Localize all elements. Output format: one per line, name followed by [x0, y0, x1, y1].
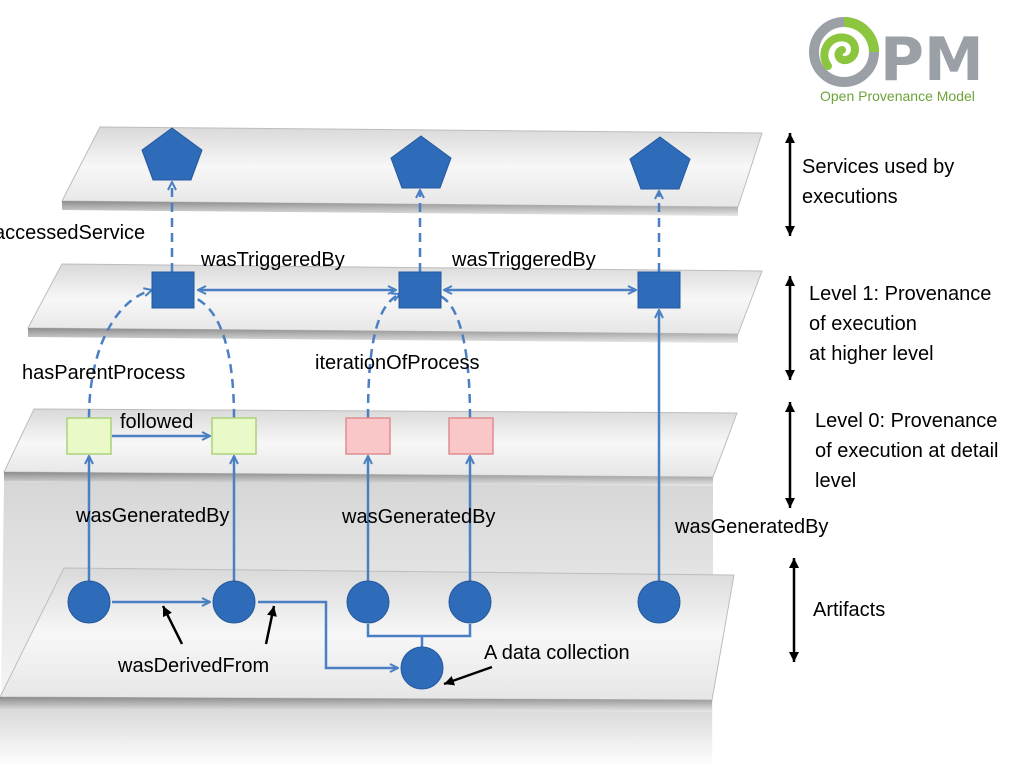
was-generated-by-edges	[89, 310, 659, 582]
level0-description-line: level	[815, 470, 857, 492]
parent-process-edges	[87, 290, 472, 419]
opm-logo: PM	[809, 17, 984, 95]
artifact-4	[448, 580, 492, 624]
level1-process-nodes	[151, 271, 681, 309]
has-parent-process-edge-1	[87, 290, 152, 419]
process-square-1	[151, 271, 195, 309]
level-range-arrows	[785, 133, 799, 662]
artifacts-description-line: Artifacts	[813, 599, 886, 621]
level0-description: Level 0: Provenance of execution at deta…	[815, 406, 1024, 496]
artifact-collection	[400, 646, 444, 690]
level0-description-line: Level 0: Provenance	[815, 410, 998, 432]
pink-process-1	[345, 417, 391, 455]
logo-subtitle: Open Provenance Model	[820, 88, 975, 104]
pink-process-2	[448, 417, 494, 455]
green-process-2	[211, 417, 257, 455]
level1-description-line: Level 1: Provenance	[809, 283, 992, 305]
process-square-2	[398, 271, 442, 309]
level1-description: Level 1: Provenance of execution at high…	[809, 279, 991, 369]
services-description-line: executions	[802, 186, 898, 208]
iteration-of-process-edge-2	[439, 294, 472, 419]
level0-process-nodes	[66, 417, 494, 455]
artifact-5	[637, 580, 681, 624]
has-parent-process-label: hasParentProcess	[22, 362, 186, 384]
was-triggered-by-label-1: wasTriggeredBy	[201, 249, 345, 271]
level0-description-line: of execution at detail	[815, 440, 999, 462]
was-generated-by-label-3: wasGeneratedBy	[675, 516, 829, 538]
logo-letters: PM	[880, 25, 984, 95]
iteration-of-process-edge-1	[366, 294, 400, 419]
artifact-2	[212, 580, 256, 624]
artifact-1	[67, 580, 111, 624]
level1-description-line: of execution	[809, 313, 917, 335]
service-pentagon-1	[141, 127, 203, 181]
was-generated-by-label-2: wasGeneratedBy	[342, 506, 496, 528]
level1-description-line: at higher level	[809, 343, 934, 365]
derivation-edges	[112, 600, 472, 668]
services-description: Services used by executions	[802, 152, 954, 212]
artifacts-description: Artifacts	[813, 595, 885, 625]
collection-pointer	[443, 665, 493, 686]
services-description-line: Services used by	[802, 156, 955, 178]
accessed-service-label: accessedService	[0, 222, 146, 244]
service-pentagon-2	[390, 135, 452, 189]
artifact-3	[346, 580, 390, 624]
green-process-1	[66, 417, 112, 455]
followed-label: followed	[120, 411, 194, 433]
was-derived-from-label: wasDerivedFrom	[118, 655, 270, 677]
accessed-service-edges	[172, 182, 659, 272]
derived-pointer-1	[161, 605, 184, 645]
was-generated-by-label-1: wasGeneratedBy	[76, 505, 230, 527]
process-square-3	[637, 271, 681, 309]
service-pentagon-3	[629, 136, 691, 190]
service-nodes	[141, 127, 691, 190]
annotation-arrows	[161, 605, 493, 686]
iteration-of-process-label: iterationOfProcess	[315, 352, 480, 374]
collection-member-edge	[366, 624, 472, 638]
derived-pointer-2	[264, 605, 277, 645]
artifact-nodes	[67, 580, 681, 690]
was-triggered-by-label-2: wasTriggeredBy	[452, 249, 596, 271]
opm-swirl-icon	[809, 17, 879, 87]
derived-to-collection-edge	[258, 600, 398, 668]
has-parent-process-edge-2	[189, 294, 236, 419]
data-collection-label: A data collection	[484, 642, 630, 664]
